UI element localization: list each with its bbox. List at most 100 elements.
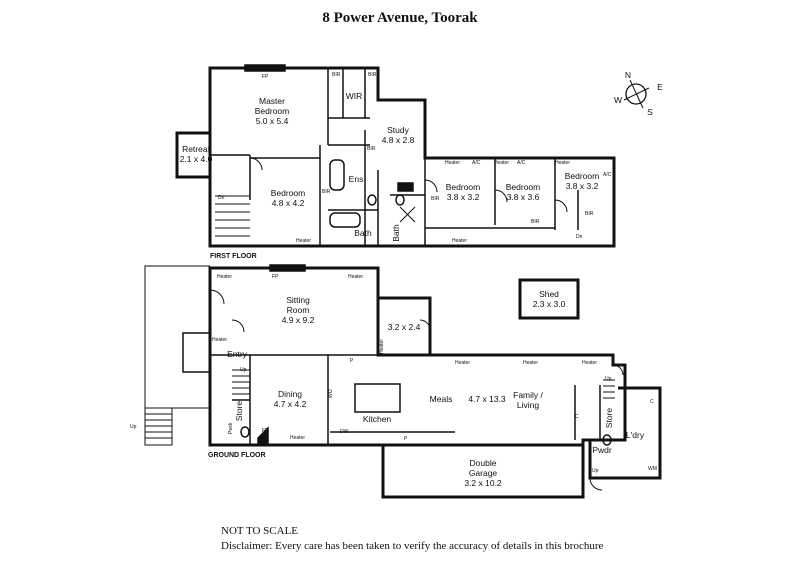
store-label: Store <box>234 401 244 422</box>
ac-label-1: A/C <box>472 160 481 166</box>
ensuite-label: Ens <box>349 174 364 184</box>
dining-label: Dining <box>278 389 302 399</box>
wo-label: WO <box>328 389 334 398</box>
door-swing-bed5 <box>554 199 568 213</box>
bir-label-1: BIR <box>332 72 341 78</box>
master-bedroom-label: Master <box>259 96 285 106</box>
shed-label: Shed <box>539 289 559 299</box>
first-floor <box>175 66 616 248</box>
rear-stairs <box>603 379 615 399</box>
heater-label-3: Heater <box>445 160 460 166</box>
heater-label-2: Heater <box>452 238 467 244</box>
heater-label-1: Heater <box>296 238 311 244</box>
heater-label-g3: Heater <box>212 337 227 343</box>
sitting-room-label: Sitting <box>286 295 310 305</box>
wir-label: WIR <box>346 91 363 101</box>
first-floor-label: FIRST FLOOR <box>210 253 257 260</box>
first-floor-stairs <box>215 195 250 237</box>
kitchen-label: Kitchen <box>363 414 392 424</box>
dn-label-first: Dn <box>218 195 225 201</box>
bir-label-7: BIR <box>585 211 594 217</box>
up-label-1: Up <box>240 367 247 373</box>
pwdr-label: Pwdr <box>228 422 234 434</box>
bedroom4-size: 3.8 x 3.6 <box>507 192 540 202</box>
laundry-outline <box>588 386 662 480</box>
cupboard-label-2: C <box>650 399 654 405</box>
heater-label-g6: Heater <box>523 360 538 366</box>
sitting-room-label-2: Room <box>287 305 310 315</box>
entry-porch <box>182 332 210 373</box>
dw-label: DW <box>340 429 349 435</box>
bedroom2-label: Bedroom <box>271 188 306 198</box>
heater-label-g1: Heater <box>217 274 232 280</box>
door-swing-rear <box>612 364 624 376</box>
pwdr2-toilet-icon <box>602 434 612 446</box>
bir-label-4: BIR <box>322 189 331 195</box>
bir-label-6: BIR <box>431 196 440 202</box>
fp-label-dining: FP <box>262 428 269 434</box>
dining-size: 4.7 x 4.2 <box>274 399 307 409</box>
door-swing-small <box>419 319 431 331</box>
sitting-room-size: 4.9 x 9.2 <box>282 315 315 325</box>
garage-label-2: Garage <box>469 468 498 478</box>
pantry-label-1: P <box>350 358 354 364</box>
bir-label-5: BIR <box>531 219 540 225</box>
page-title: 8 Power Avenue, Toorak <box>322 10 478 26</box>
bir-label-2: BIR <box>368 72 377 78</box>
door-swing-bed4 <box>494 189 508 203</box>
sitting-fireplace <box>269 264 306 272</box>
door-swing-bed3 <box>424 179 438 193</box>
shed-outline <box>518 278 580 320</box>
meals-label: Meals <box>430 394 453 404</box>
bath2-toilet-icon <box>395 194 405 206</box>
ground-stairs <box>232 369 250 395</box>
master-bedroom-size: 5.0 x 5.4 <box>256 116 289 126</box>
fp-label-first: FP <box>262 74 269 80</box>
entry-label: Entry <box>227 349 248 359</box>
first-floor-interior <box>210 64 579 246</box>
bir-label-3: BIR <box>367 146 376 152</box>
heater-label-g7: Heater <box>582 360 597 366</box>
retreat-label: Retreat <box>182 144 211 154</box>
dining-fireplace <box>257 426 269 446</box>
master-fireplace <box>244 64 286 72</box>
bedroom5-size: 3.8 x 3.2 <box>566 181 599 191</box>
ground-floor-outline <box>208 266 627 447</box>
compass-ring <box>625 83 647 105</box>
ensuite-bath-icon <box>329 159 345 191</box>
cupboard-label-1: C <box>575 414 579 420</box>
up-label-ext: Up <box>130 424 137 430</box>
compass-west: W <box>614 95 622 105</box>
pantry-label-2: P <box>404 436 408 442</box>
scale-note: NOT TO SCALE <box>221 525 299 537</box>
external-stairs <box>144 407 173 446</box>
master-bedroom-label-2: Bedroom <box>255 106 290 116</box>
laundry-label: L'dry <box>626 430 645 440</box>
compass-east: E <box>657 82 663 92</box>
heater-label-4: Heater <box>494 160 509 166</box>
bath-label: Bath <box>354 228 372 238</box>
dn-label-first-2: Dn <box>576 234 583 240</box>
up-label-2: Up <box>605 376 612 382</box>
study-size: 4.8 x 2.8 <box>382 135 415 145</box>
garage-outline <box>381 445 585 499</box>
kitchen-island <box>354 383 401 413</box>
ensuite-toilet-icon <box>367 194 377 206</box>
compass: N E S W <box>614 70 663 117</box>
compass-north: N <box>625 70 631 80</box>
heater-label-g4: Heater <box>290 435 305 441</box>
bath2-label: Bath <box>391 224 401 242</box>
pwdr2-label: Pwdr <box>592 445 612 455</box>
pwdr-toilet-icon <box>240 426 250 438</box>
retreat-bay <box>175 131 210 179</box>
door-swing-sitting <box>209 289 225 305</box>
ac-label-2: A/C <box>517 160 526 166</box>
bedroom5-label: Bedroom <box>565 171 600 181</box>
bedroom4-label: Bedroom <box>506 182 541 192</box>
bath-tub-icon <box>329 212 361 228</box>
shower-icon <box>399 206 416 223</box>
study-label: Study <box>387 125 409 135</box>
store2-label: Store <box>604 408 614 429</box>
side-walkway <box>144 265 210 409</box>
